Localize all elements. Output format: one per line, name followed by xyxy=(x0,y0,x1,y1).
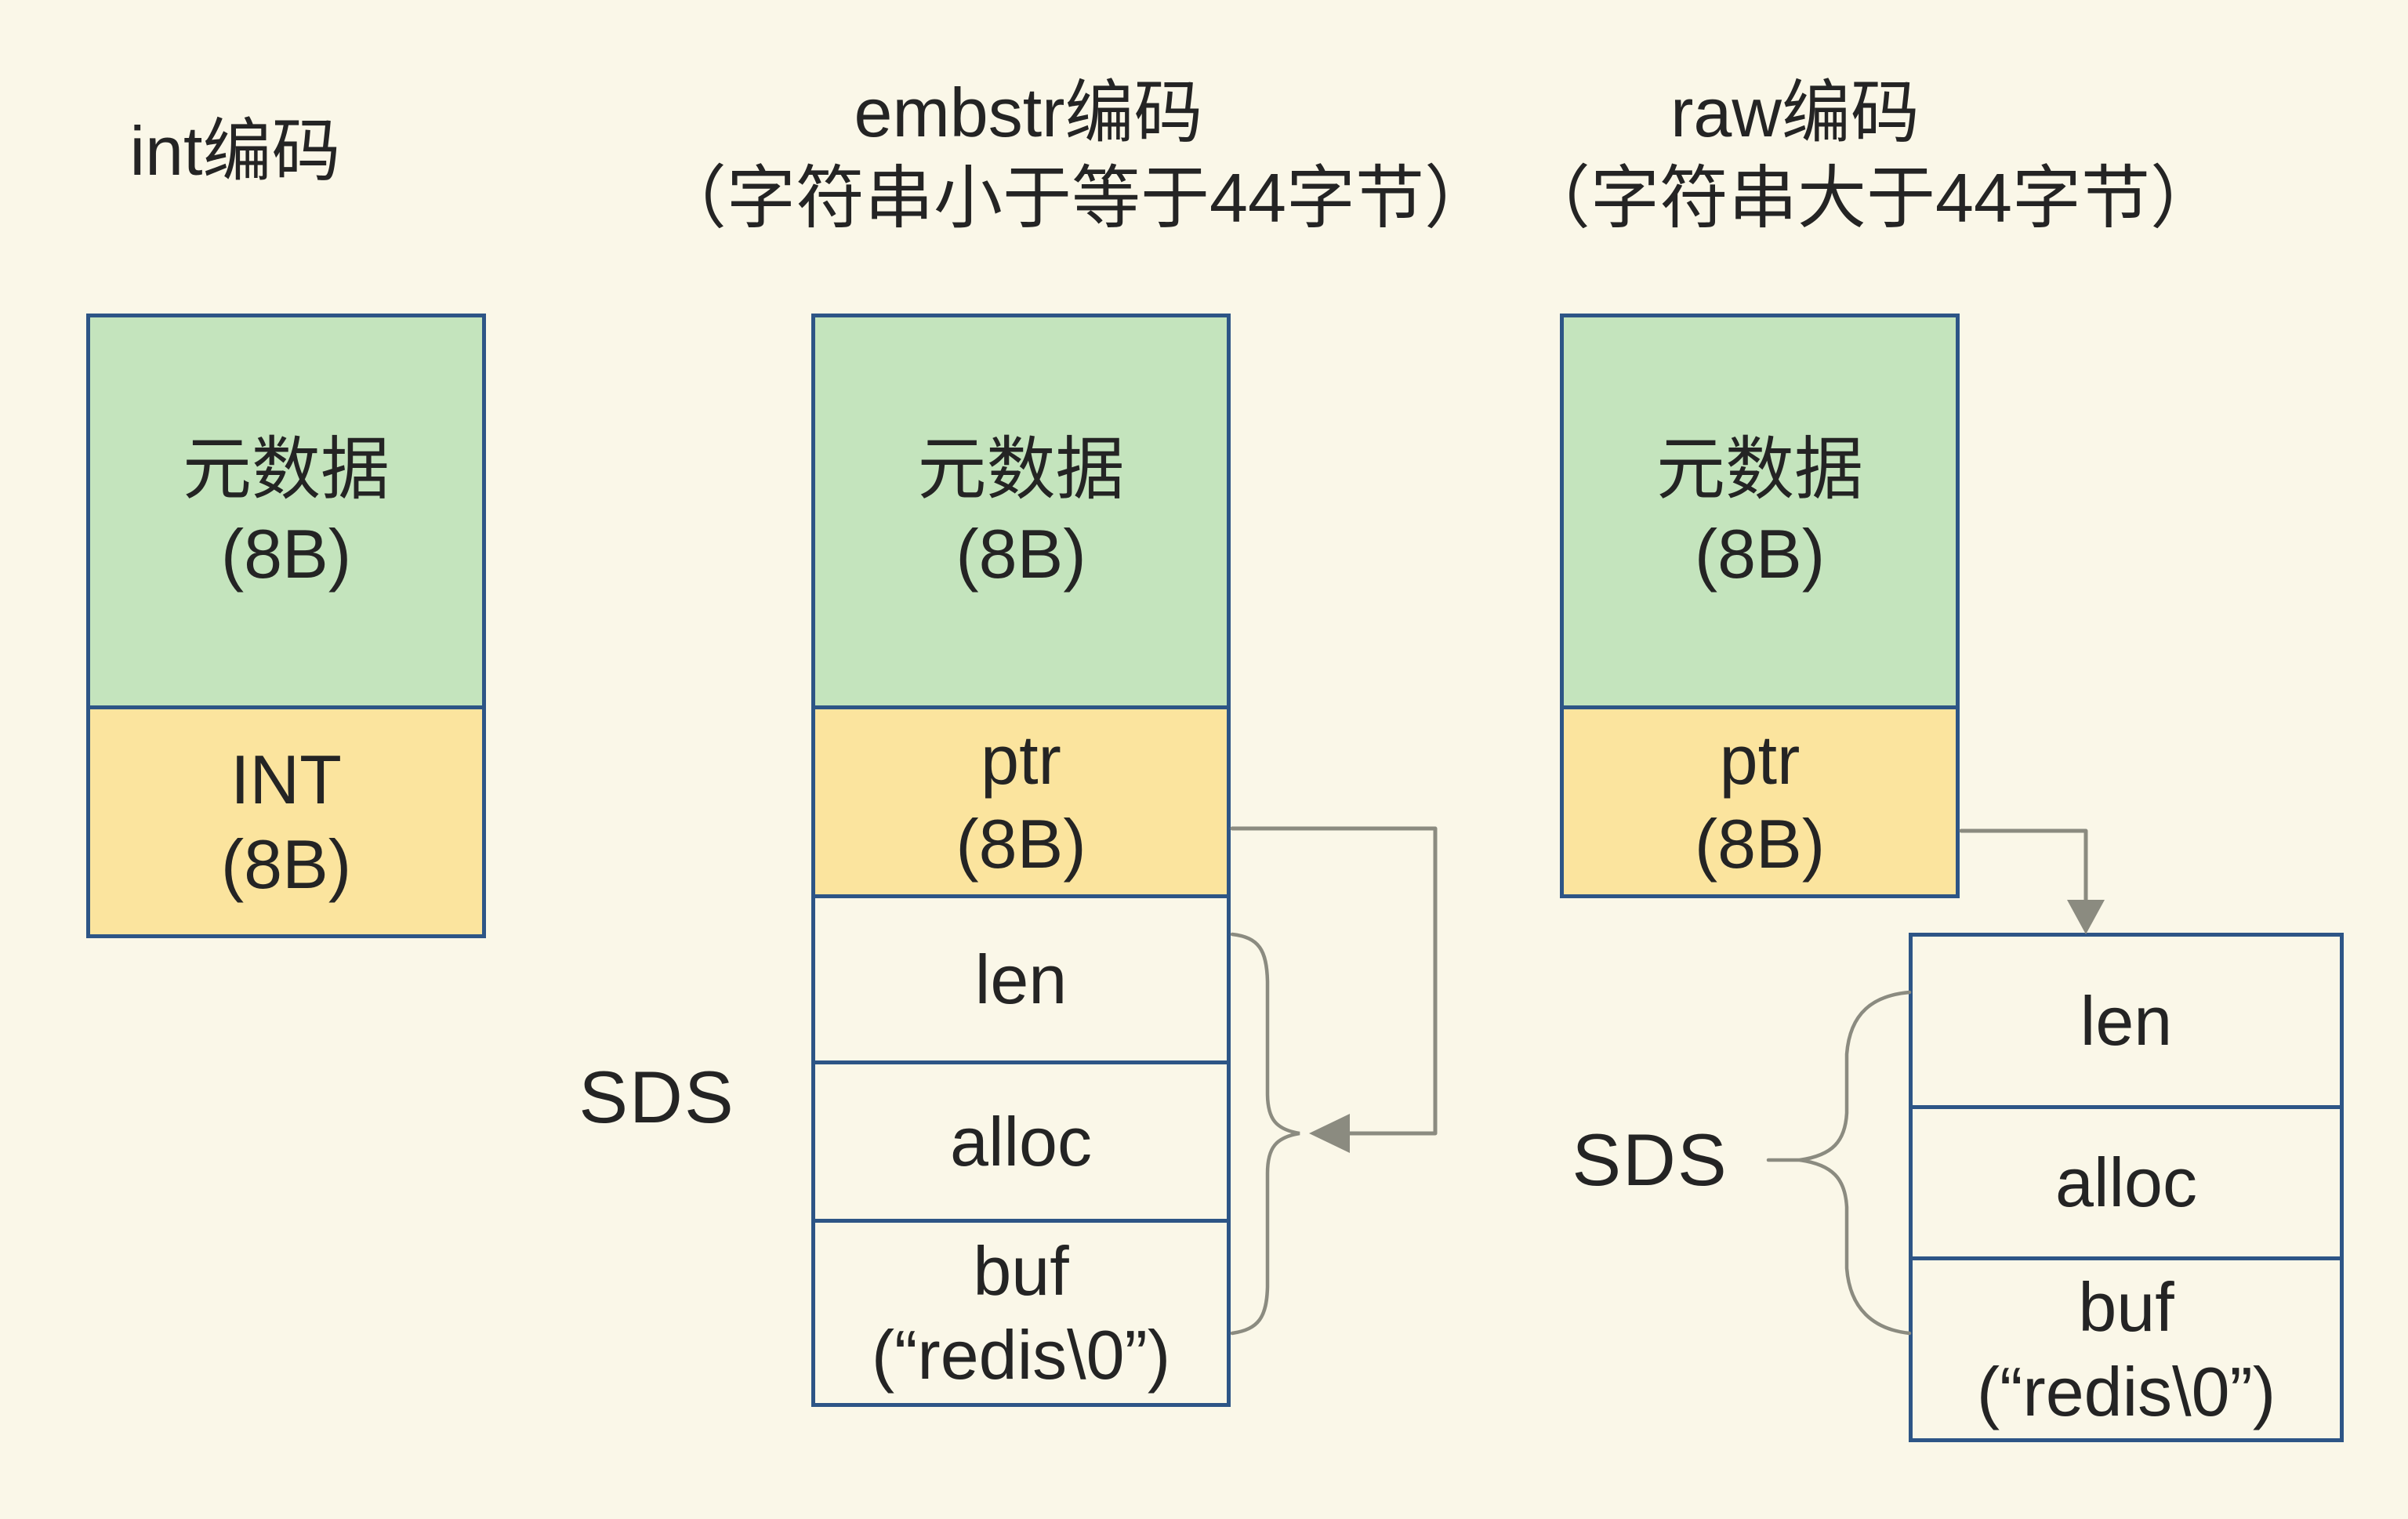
column-int: 元数据 (8B) INT (8B) xyxy=(86,314,486,938)
block-size: (8B) xyxy=(956,514,1086,593)
raw-sds-structure: len alloc buf (“redis\0”) xyxy=(1909,933,2344,1442)
block-value: (“redis\0”) xyxy=(871,1316,1171,1394)
raw-ptr-arrowhead-icon xyxy=(2067,900,2105,934)
embstr-ptr-arrow xyxy=(1230,826,1438,1136)
block-label: buf xyxy=(2078,1268,2174,1347)
block-label: INT xyxy=(230,741,342,819)
embstr-sds-brace-icon xyxy=(1230,932,1300,1336)
column-embstr: 元数据 (8B) ptr (8B) len alloc buf (“redis\… xyxy=(811,314,1231,1407)
column-title-embstr: embstr编码 xyxy=(854,74,1203,151)
sds-label: SDS xyxy=(578,1056,735,1138)
block-size: (8B) xyxy=(1694,805,1826,883)
block-label: alloc xyxy=(950,1102,1092,1180)
embstr-ptr-arrowhead-icon xyxy=(1309,1114,1350,1153)
block-label: ptr xyxy=(981,720,1061,799)
block-label: 元数据 xyxy=(917,430,1125,509)
block-label: buf xyxy=(973,1231,1069,1310)
block-label: len xyxy=(974,940,1068,1018)
ptr-block: ptr (8B) xyxy=(1560,705,1960,898)
block-label: 元数据 xyxy=(182,430,390,509)
block-size: (8B) xyxy=(220,514,352,593)
raw-ptr-arrow xyxy=(1959,828,2088,904)
column-title-raw: raw编码 xyxy=(1670,74,1920,151)
buf-block: buf (“redis\0”) xyxy=(811,1219,1231,1407)
raw-sds-brace-icon xyxy=(1799,990,1912,1336)
block-label: 元数据 xyxy=(1656,430,1863,509)
block-size: (8B) xyxy=(956,805,1086,883)
block-label: alloc xyxy=(2055,1144,2197,1222)
column-raw: 元数据 (8B) ptr (8B) xyxy=(1560,314,1960,898)
block-label: len xyxy=(2080,981,2173,1060)
block-value: (“redis\0”) xyxy=(1976,1352,2276,1430)
column-title-int: int编码 xyxy=(129,112,341,190)
alloc-block: alloc xyxy=(1909,1105,2344,1260)
column-subtitle-embstr: （字符串小于等于44字节） xyxy=(658,159,1493,237)
buf-block: buf (“redis\0”) xyxy=(1909,1256,2344,1442)
metadata-block: 元数据 (8B) xyxy=(86,314,486,709)
sds-label: SDS xyxy=(1572,1118,1728,1201)
len-block: len xyxy=(811,894,1231,1064)
metadata-block: 元数据 (8B) xyxy=(1560,314,1960,709)
metadata-block: 元数据 (8B) xyxy=(811,314,1231,709)
block-label: ptr xyxy=(1719,720,1801,799)
int-value-block: INT (8B) xyxy=(86,705,486,938)
column-subtitle-raw: （字符串大于44字节） xyxy=(1521,159,2219,237)
ptr-block: ptr (8B) xyxy=(811,705,1231,898)
block-size: (8B) xyxy=(220,825,352,903)
alloc-block: alloc xyxy=(811,1060,1231,1223)
block-size: (8B) xyxy=(1694,514,1826,593)
len-block: len xyxy=(1909,933,2344,1109)
